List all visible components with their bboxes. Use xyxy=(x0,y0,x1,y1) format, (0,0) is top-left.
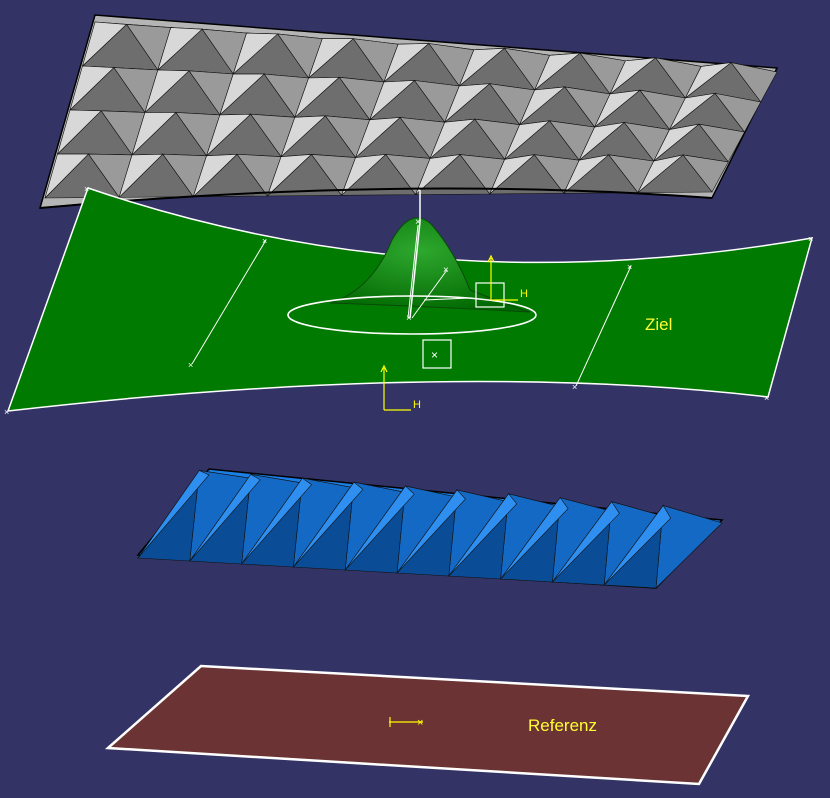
svg-text:×: × xyxy=(808,234,813,244)
reference-surface[interactable]: × Referenz xyxy=(104,664,751,786)
pyramid-face xyxy=(448,493,518,577)
origin-marker[interactable] xyxy=(422,339,452,369)
pyramid-face xyxy=(192,153,238,197)
blue-pyramid-pattern xyxy=(137,469,723,589)
pyramid-face xyxy=(429,118,476,159)
pyramid-face xyxy=(157,27,203,71)
pyramid-face xyxy=(519,86,566,125)
pyramid-face xyxy=(534,52,581,91)
axis-system-lower[interactable] xyxy=(380,364,411,411)
pyramid-face xyxy=(280,115,327,157)
svg-text:×: × xyxy=(627,262,632,272)
svg-text:×: × xyxy=(764,393,769,403)
pyramid-face xyxy=(459,47,506,87)
svg-text:×: × xyxy=(262,236,267,246)
pyramid-face xyxy=(144,69,190,114)
pyramid-face xyxy=(685,62,733,99)
reference-label: Referenz xyxy=(528,716,597,735)
pyramid-face xyxy=(489,154,536,195)
pyramid-face xyxy=(341,154,387,196)
pyramid-face xyxy=(637,154,684,193)
pyramid-face xyxy=(669,92,717,130)
pyramid-face xyxy=(563,154,610,194)
pyramid-face xyxy=(355,117,401,158)
svg-text:×: × xyxy=(431,348,438,362)
target-label: Ziel xyxy=(645,315,672,334)
pyramid-face xyxy=(609,57,657,95)
pyramid-face xyxy=(206,113,252,156)
pyramid-face xyxy=(81,21,128,67)
pyramid-face xyxy=(232,32,279,75)
pyramid-face xyxy=(396,489,466,574)
pyramid-face xyxy=(344,485,415,571)
pyramid-face xyxy=(189,473,261,562)
svg-text:×: × xyxy=(406,313,412,324)
svg-text:×: × xyxy=(415,217,421,228)
pyramid-face xyxy=(578,122,626,161)
svg-text:×: × xyxy=(417,717,423,729)
deformed-result-surface[interactable] xyxy=(38,14,779,209)
pyramid-face xyxy=(293,481,364,568)
svg-text:×: × xyxy=(84,184,89,194)
pattern-element-surface[interactable] xyxy=(136,468,724,589)
pyramid-face xyxy=(653,123,700,162)
pyramid-face xyxy=(415,154,461,195)
svg-text:×: × xyxy=(188,360,193,370)
svg-text:×: × xyxy=(572,382,577,392)
pyramid-face xyxy=(552,501,620,583)
pyramid-face xyxy=(241,477,313,565)
control-points: × × × × × × × × xyxy=(4,184,813,417)
pyramid-face xyxy=(267,154,313,197)
pyramid-face xyxy=(44,153,90,199)
pyramid-face xyxy=(444,83,491,123)
axis-system-upper[interactable] xyxy=(487,254,518,301)
pyramid-face xyxy=(504,120,551,160)
pyramid-face xyxy=(69,65,115,111)
pyramid-face xyxy=(594,89,641,128)
pyramid-face xyxy=(294,76,341,118)
pyramid-face xyxy=(131,112,177,156)
deformation-bump xyxy=(329,217,531,313)
svg-text:×: × xyxy=(4,407,9,417)
pyramid-face xyxy=(383,43,430,83)
pyramid-face xyxy=(219,73,265,116)
pyramid-face xyxy=(500,497,569,580)
target-surface[interactable]: × × × × × × × × × × × × Ziel xyxy=(4,184,813,417)
pyramid-face xyxy=(307,38,355,79)
deformed-pyramid-pattern xyxy=(44,21,778,199)
pyramid-face xyxy=(56,109,102,156)
pyramid-face xyxy=(118,153,164,198)
pyramid-face xyxy=(137,470,210,559)
pyramid-face xyxy=(369,80,416,121)
pyramid-face xyxy=(603,505,672,586)
svg-text:×: × xyxy=(443,265,449,276)
axis-h-label: H xyxy=(520,288,528,300)
axis-h-label-lower: H xyxy=(413,399,421,411)
